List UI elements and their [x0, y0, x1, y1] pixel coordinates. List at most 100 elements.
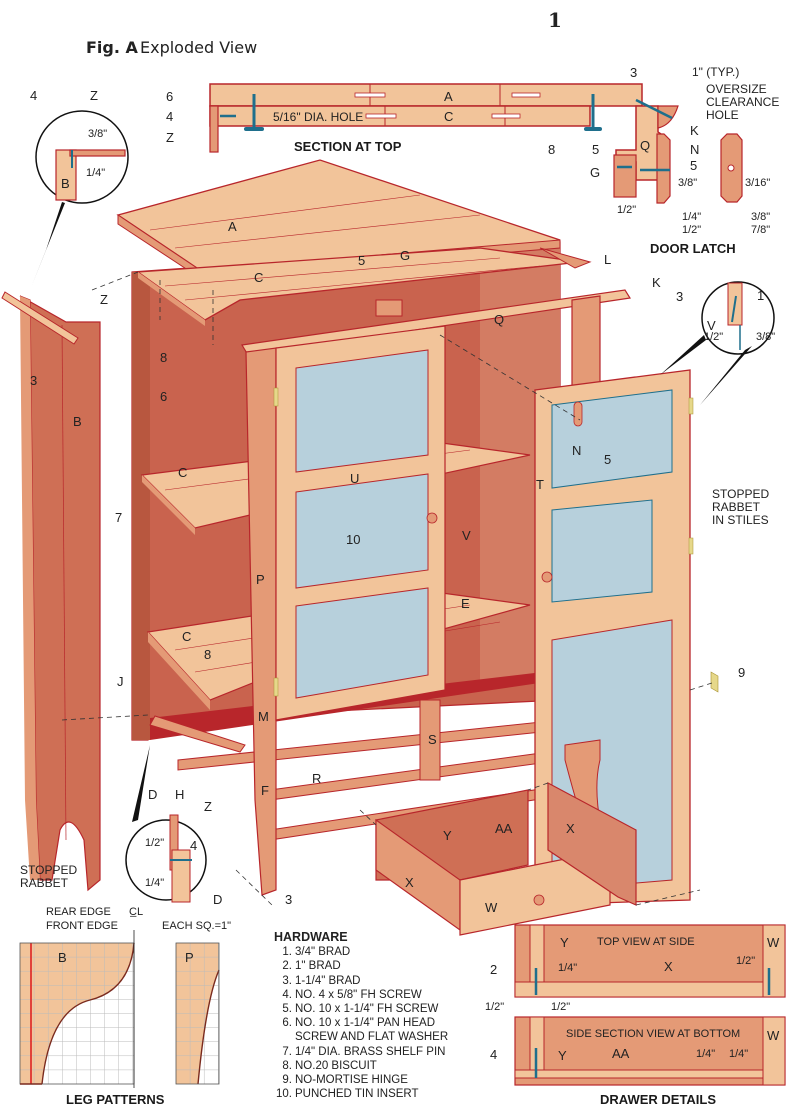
part-v: V: [462, 528, 471, 543]
callout-4: 4: [166, 109, 174, 124]
latch-callout-n: N: [690, 142, 700, 157]
centerline-label: C̲L: [129, 906, 144, 918]
oversize-hole-note: OVERSIZE CLEARANCE HOLE: [706, 82, 780, 122]
part-k: K: [652, 275, 661, 290]
part-e: E: [461, 596, 470, 611]
latch-dim-1-2-g: 1/2": [617, 204, 637, 216]
figure-title: Exploded View: [140, 38, 258, 57]
part-c-subtop: C: [254, 270, 264, 285]
hardware-item-text: NO.20 BISCUIT: [295, 1059, 377, 1072]
hardware-item-text: NO. 10 x 1-1/4" PAN HEAD: [295, 1017, 435, 1030]
hardware-item-number: 10.: [276, 1088, 292, 1101]
top-view-y: Y: [560, 935, 569, 950]
drawer: [375, 781, 637, 936]
part-l: L: [604, 252, 612, 267]
stopped-rabbet-stiles-note: STOPPED RABBET IN STILES: [712, 487, 770, 527]
part-n: N: [572, 443, 582, 458]
part-t: T: [536, 477, 544, 492]
left-door: [273, 325, 446, 721]
callout-3: 3: [630, 65, 638, 80]
part-f: F: [261, 783, 269, 798]
hardware-item: 5.NO. 10 x 1-1/4" FH SCREW: [274, 1002, 448, 1016]
figure-label: Fig. A: [86, 38, 138, 57]
part-3-bottom: 3: [285, 892, 293, 907]
hardware-item: 6.NO. 10 x 1-1/4" PAN HEAD: [274, 1016, 448, 1030]
part-9: 9: [738, 665, 746, 680]
detail-tl-callout-b: B: [61, 176, 70, 191]
top-view-w: W: [767, 935, 780, 950]
assembly-lines: [61, 271, 713, 906]
part-s: S: [428, 732, 437, 747]
part-3-right: 3: [676, 289, 684, 304]
hardware-item-text: NO. 10 x 1-1/4" FH SCREW: [295, 1003, 439, 1016]
pattern-b-label: B: [58, 950, 67, 965]
side-view-title: SIDE SECTION VIEW AT BOTTOM: [566, 1028, 741, 1040]
detail-bottom-callout-z: Z: [204, 799, 212, 814]
spacing-dim-b: 1/2": [551, 1001, 571, 1013]
hardware-heading: HARDWARE: [274, 930, 348, 944]
callout-6: 6: [166, 89, 174, 104]
side-view-dim-1-4-b: 1/4": [729, 1048, 749, 1060]
hardware-item: 10.PUNCHED TIN INSERT: [274, 1087, 448, 1101]
section-at-top-caption: SECTION AT TOP: [294, 139, 402, 154]
latch-callout-5b: 5: [690, 158, 698, 173]
door-latch-caption: DOOR LATCH: [650, 241, 736, 256]
hardware-item-number: 4.: [282, 988, 292, 1001]
part-m: M: [258, 709, 269, 724]
part-5-top: 5: [358, 253, 366, 268]
part-b: B: [73, 414, 82, 429]
part-w: W: [485, 900, 498, 915]
hardware-item-text: 1-1/4" BRAD: [295, 974, 361, 987]
hardware-item-number: 2.: [282, 960, 292, 973]
hardware-item-text: 1" BRAD: [295, 960, 341, 973]
hardware-item-continuation: SCREW AND FLAT WASHER: [295, 1031, 449, 1044]
part-a: A: [228, 219, 237, 234]
part-h: H: [175, 787, 185, 802]
latch-dim-3-8: 3/8": [678, 177, 698, 189]
part-z: Z: [100, 292, 108, 307]
side-view-4: 4: [490, 1047, 498, 1062]
rear-edge-label: REAR EDGE: [46, 906, 111, 918]
detail-door-dim-3-8: 3/8": [756, 331, 776, 343]
callout-8: 8: [548, 142, 556, 157]
detail-bottom-callout-4: 4: [190, 838, 198, 853]
detail-circle-bottom: [125, 745, 207, 903]
stopped-rabbet-leg-note: STOPPED RABBET: [20, 863, 78, 890]
part-3-left: 3: [30, 373, 38, 388]
hardware-item: 9.NO-MORTISE HINGE: [274, 1073, 448, 1087]
hardware-item-number: 6.: [282, 1017, 292, 1030]
leg-patterns-caption: LEG PATTERNS: [66, 1092, 165, 1107]
top-view-title: TOP VIEW AT SIDE: [597, 936, 695, 948]
hardware-item-number: 1.: [282, 946, 292, 959]
hardware-item-text: 3/4" BRAD: [295, 946, 351, 959]
hardware-item-number: 7.: [282, 1045, 292, 1058]
part-8-shelf: 8: [204, 647, 212, 662]
part-q: Q: [494, 312, 505, 327]
latch-dim-7-8: 7/8": [751, 224, 771, 236]
part-8-top: 8: [160, 350, 168, 365]
top-view-dim-1-2: 1/2": [736, 955, 756, 967]
part-10: 10: [346, 532, 361, 547]
hardware-item-number: 5.: [282, 1003, 292, 1016]
part-d: D: [148, 787, 158, 802]
latch-callout-g: G: [590, 165, 601, 180]
hardware-item-number: 9.: [282, 1074, 292, 1087]
subtop-panel-c: [136, 247, 592, 326]
detail-bottom-dim-1-4: 1/4": [145, 877, 165, 889]
typ-note: 1" (TYP.): [692, 65, 740, 79]
part-5-door: 5: [604, 452, 612, 467]
side-view-y: Y: [558, 1048, 567, 1063]
part-c-bottom: C: [182, 629, 192, 644]
page-number: 1: [548, 8, 562, 32]
hardware-item: 7.1/4" DIA. BRASS SHELF PIN: [274, 1045, 448, 1059]
hardware-item: 8.NO.20 BISCUIT: [274, 1059, 448, 1073]
part-j: J: [117, 674, 124, 689]
side-view-w: W: [767, 1028, 780, 1043]
latch-dim-3-16: 3/16": [745, 177, 771, 189]
detail-tl-dim-3-8: 3/8": [88, 128, 108, 140]
part-aa: AA: [495, 821, 513, 836]
part-u: U: [350, 471, 360, 486]
hardware-item: 4.NO. 4 x 5/8" FH SCREW: [274, 988, 448, 1002]
